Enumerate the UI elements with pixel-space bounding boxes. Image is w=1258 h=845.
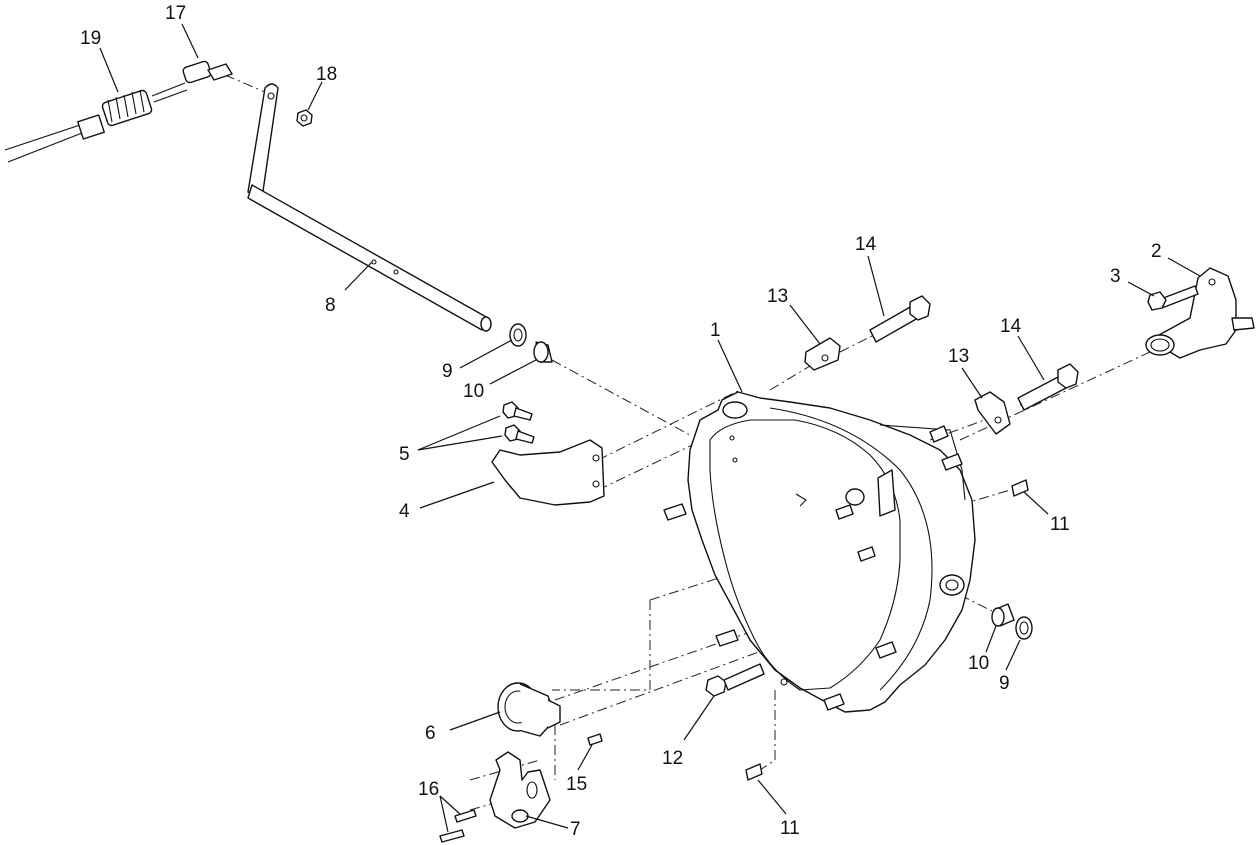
dowel-pin-upper: [1011, 479, 1029, 497]
callout-15: 15: [566, 774, 587, 795]
callout-11-upper: 11: [1050, 514, 1070, 535]
callout-16: 16: [418, 779, 439, 800]
callout-14-lower: 14: [1000, 316, 1022, 337]
ball-joint: [182, 60, 233, 84]
callout-5: 5: [399, 444, 410, 465]
callout-4: 4: [399, 501, 410, 522]
callout-1: 1: [710, 320, 721, 341]
callout-17: 17: [165, 3, 186, 24]
callout-13-upper: 13: [767, 286, 788, 307]
callout-2: 2: [1151, 241, 1162, 262]
clutch-shaft: [247, 83, 492, 332]
callout-8: 8: [325, 295, 336, 316]
bell-housing: [663, 391, 976, 713]
callout-3: 3: [1110, 266, 1121, 287]
callout-11-lower: 11: [780, 818, 800, 839]
shaft-bearing-upper: [509, 323, 527, 347]
callout-9-upper: 9: [442, 361, 453, 382]
callout-10-upper: 10: [463, 381, 484, 402]
callout-7: 7: [570, 819, 581, 840]
housing-bolt: [705, 663, 765, 697]
callout-14-upper: 14: [855, 234, 877, 255]
shield-plate: [491, 439, 605, 506]
pivot-bracket: [1145, 267, 1255, 359]
shaft-bushing-upper: [533, 341, 553, 363]
callout-18: 18: [316, 64, 337, 85]
shield-bolts: [502, 401, 535, 444]
bolt-upper: [869, 295, 931, 343]
fork-pins: [439, 809, 477, 843]
shaft-bearing-lower: [1015, 616, 1033, 640]
roll-pin: [587, 733, 603, 746]
dowel-pin-lower: [745, 763, 763, 781]
pivot-bolt: [1147, 285, 1199, 311]
support-bracket-lower: [974, 391, 1011, 435]
callout-9-lower: 9: [999, 673, 1010, 694]
leader-lines: [99, 23, 1201, 833]
release-bearing: [497, 682, 561, 737]
cable-assembly: [4, 82, 188, 163]
support-bracket-upper: [804, 337, 841, 371]
callout-13-lower: 13: [948, 346, 969, 367]
shaft-bushing-lower: [991, 603, 1015, 627]
callout-6: 6: [425, 723, 436, 744]
assembly-lines: [224, 74, 1151, 811]
callout-12: 12: [662, 748, 683, 769]
bolt-lower: [1017, 363, 1079, 411]
release-fork: [489, 751, 551, 829]
callout-labels: 19 17 18 8 9 10 5 4 1 14 13 13 14 2 3 11…: [80, 3, 1162, 840]
lock-nut: [296, 109, 313, 127]
callout-10-lower: 10: [968, 653, 989, 674]
callout-19: 19: [80, 28, 101, 49]
